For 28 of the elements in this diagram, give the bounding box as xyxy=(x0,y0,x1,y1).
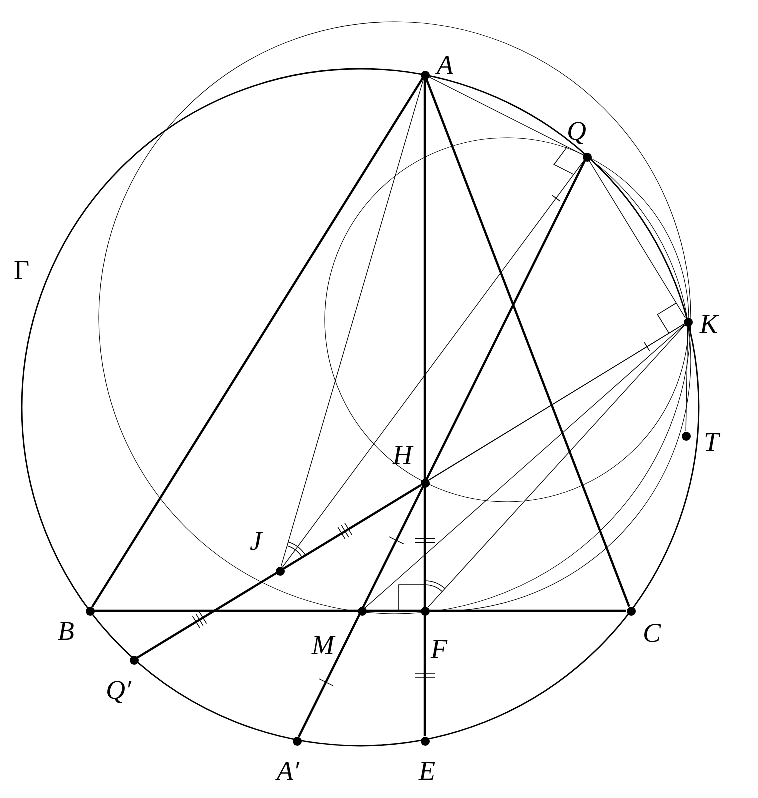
point-label: K xyxy=(700,310,718,338)
line-segment xyxy=(282,160,585,568)
point-label: A′ xyxy=(277,757,300,785)
line-segment xyxy=(428,324,684,481)
point-label: Q′ xyxy=(106,676,132,704)
point-label: Q xyxy=(567,117,586,145)
point-label: B xyxy=(58,617,74,645)
line-segment xyxy=(280,78,424,568)
line-segment xyxy=(686,326,688,432)
point-label: J xyxy=(250,527,262,555)
point-label: H xyxy=(393,441,412,469)
line-segment xyxy=(428,76,584,156)
point-label: C xyxy=(643,619,662,647)
point-label: M xyxy=(312,631,334,659)
line-segment xyxy=(137,484,422,659)
point-label: T xyxy=(704,428,720,456)
point-label: A xyxy=(437,51,454,79)
circle-label: Γ xyxy=(14,256,30,284)
line-segment xyxy=(298,160,586,738)
point-label: F xyxy=(431,635,448,663)
line-segment xyxy=(365,324,685,608)
line-segment xyxy=(426,78,630,608)
point-label: E xyxy=(419,757,436,785)
line-segment xyxy=(589,160,686,319)
line-segment xyxy=(94,610,626,612)
line-segment xyxy=(424,80,426,736)
line-segment xyxy=(428,324,686,608)
line-segment xyxy=(91,78,424,608)
